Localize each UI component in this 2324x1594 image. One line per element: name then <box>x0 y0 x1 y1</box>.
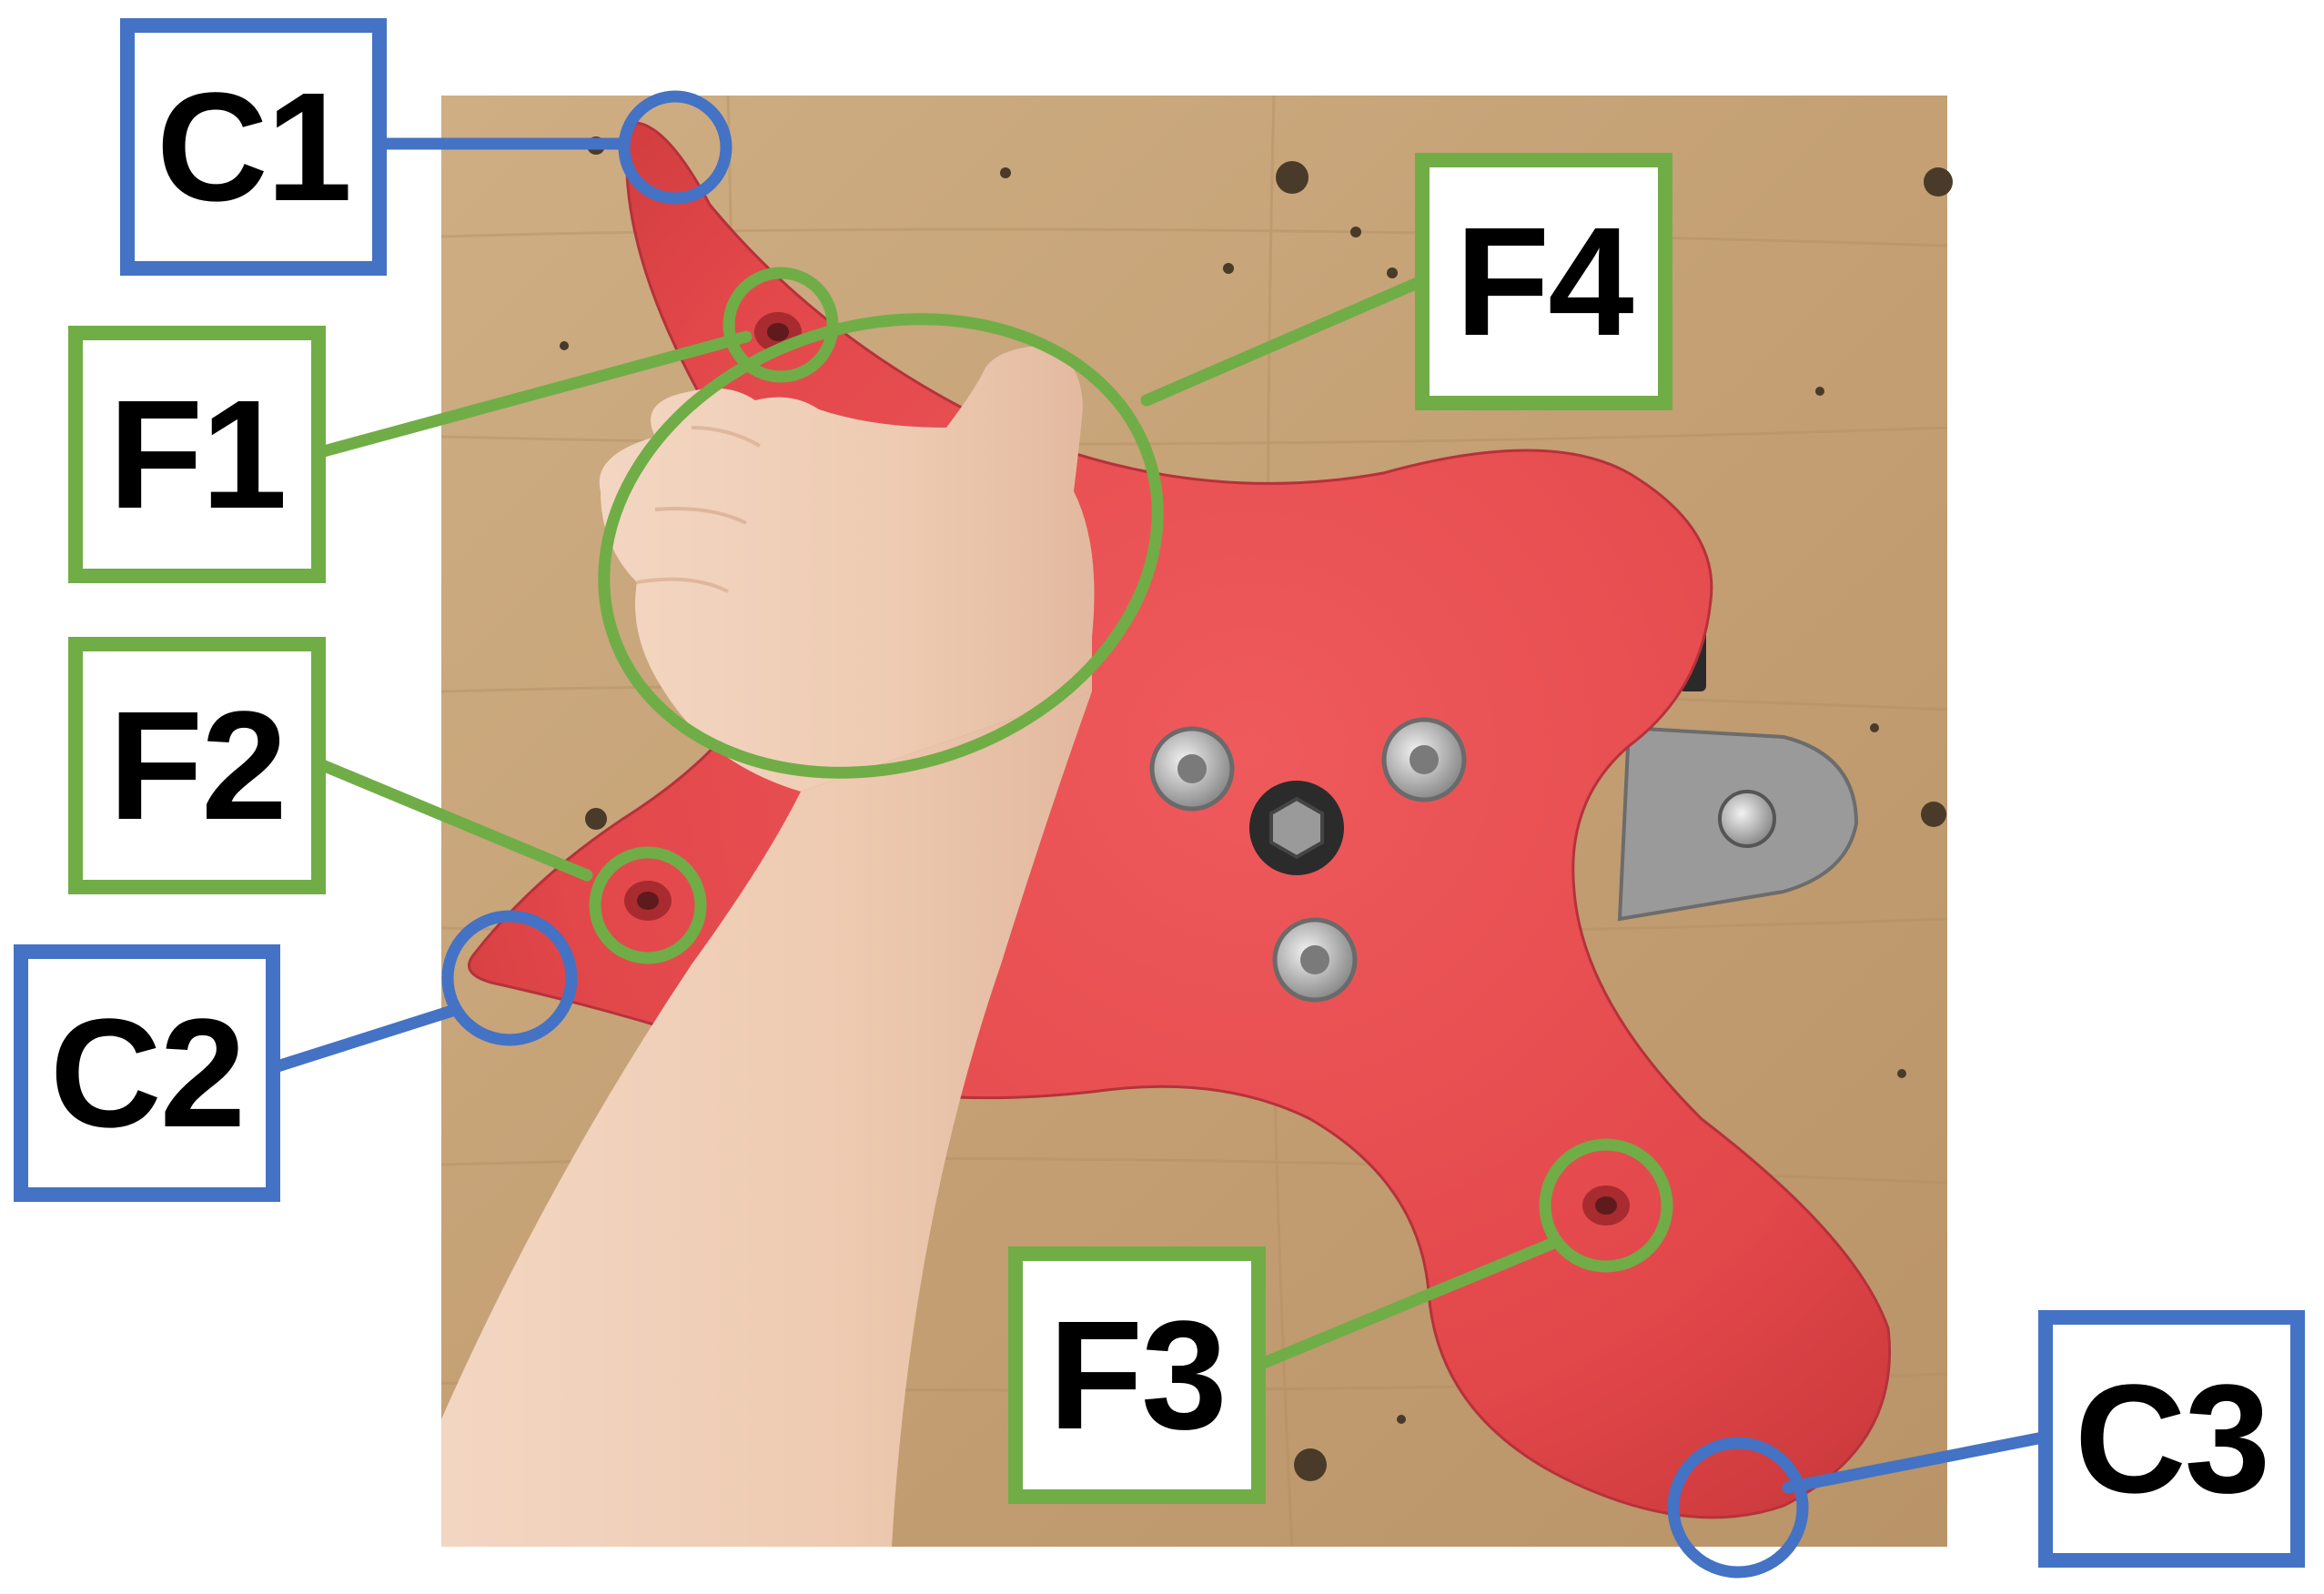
f3-leader-line <box>1242 1236 1562 1376</box>
c2-leader-line <box>271 1004 461 1073</box>
c3-marker <box>1667 1437 1809 1579</box>
f4-label: F4 <box>1415 153 1672 410</box>
board-holes <box>560 136 1953 1488</box>
bracket-bolt <box>1718 790 1776 848</box>
c1-label: C1 <box>120 18 387 276</box>
c2-marker <box>441 910 578 1046</box>
c1-marker <box>618 90 733 205</box>
f2-marker <box>589 846 707 964</box>
f2-label: F2 <box>68 637 326 894</box>
c3-label: C3 <box>2038 1310 2305 1568</box>
f3-marker <box>1539 1138 1673 1273</box>
c2-label: C2 <box>14 944 280 1202</box>
forearm <box>441 691 1092 1547</box>
hand <box>599 346 1095 792</box>
f2-leader-line <box>314 758 593 882</box>
knuckle-lines <box>636 426 761 593</box>
f4-marker <box>598 313 1164 779</box>
f1-label: F1 <box>68 326 326 583</box>
f4-leader-line <box>1140 276 1426 407</box>
f3-label: F3 <box>1008 1246 1266 1504</box>
c3-leader-line <box>1782 1431 2049 1494</box>
f1-leader-line <box>314 330 753 459</box>
hold-bolts <box>1149 717 1467 1003</box>
